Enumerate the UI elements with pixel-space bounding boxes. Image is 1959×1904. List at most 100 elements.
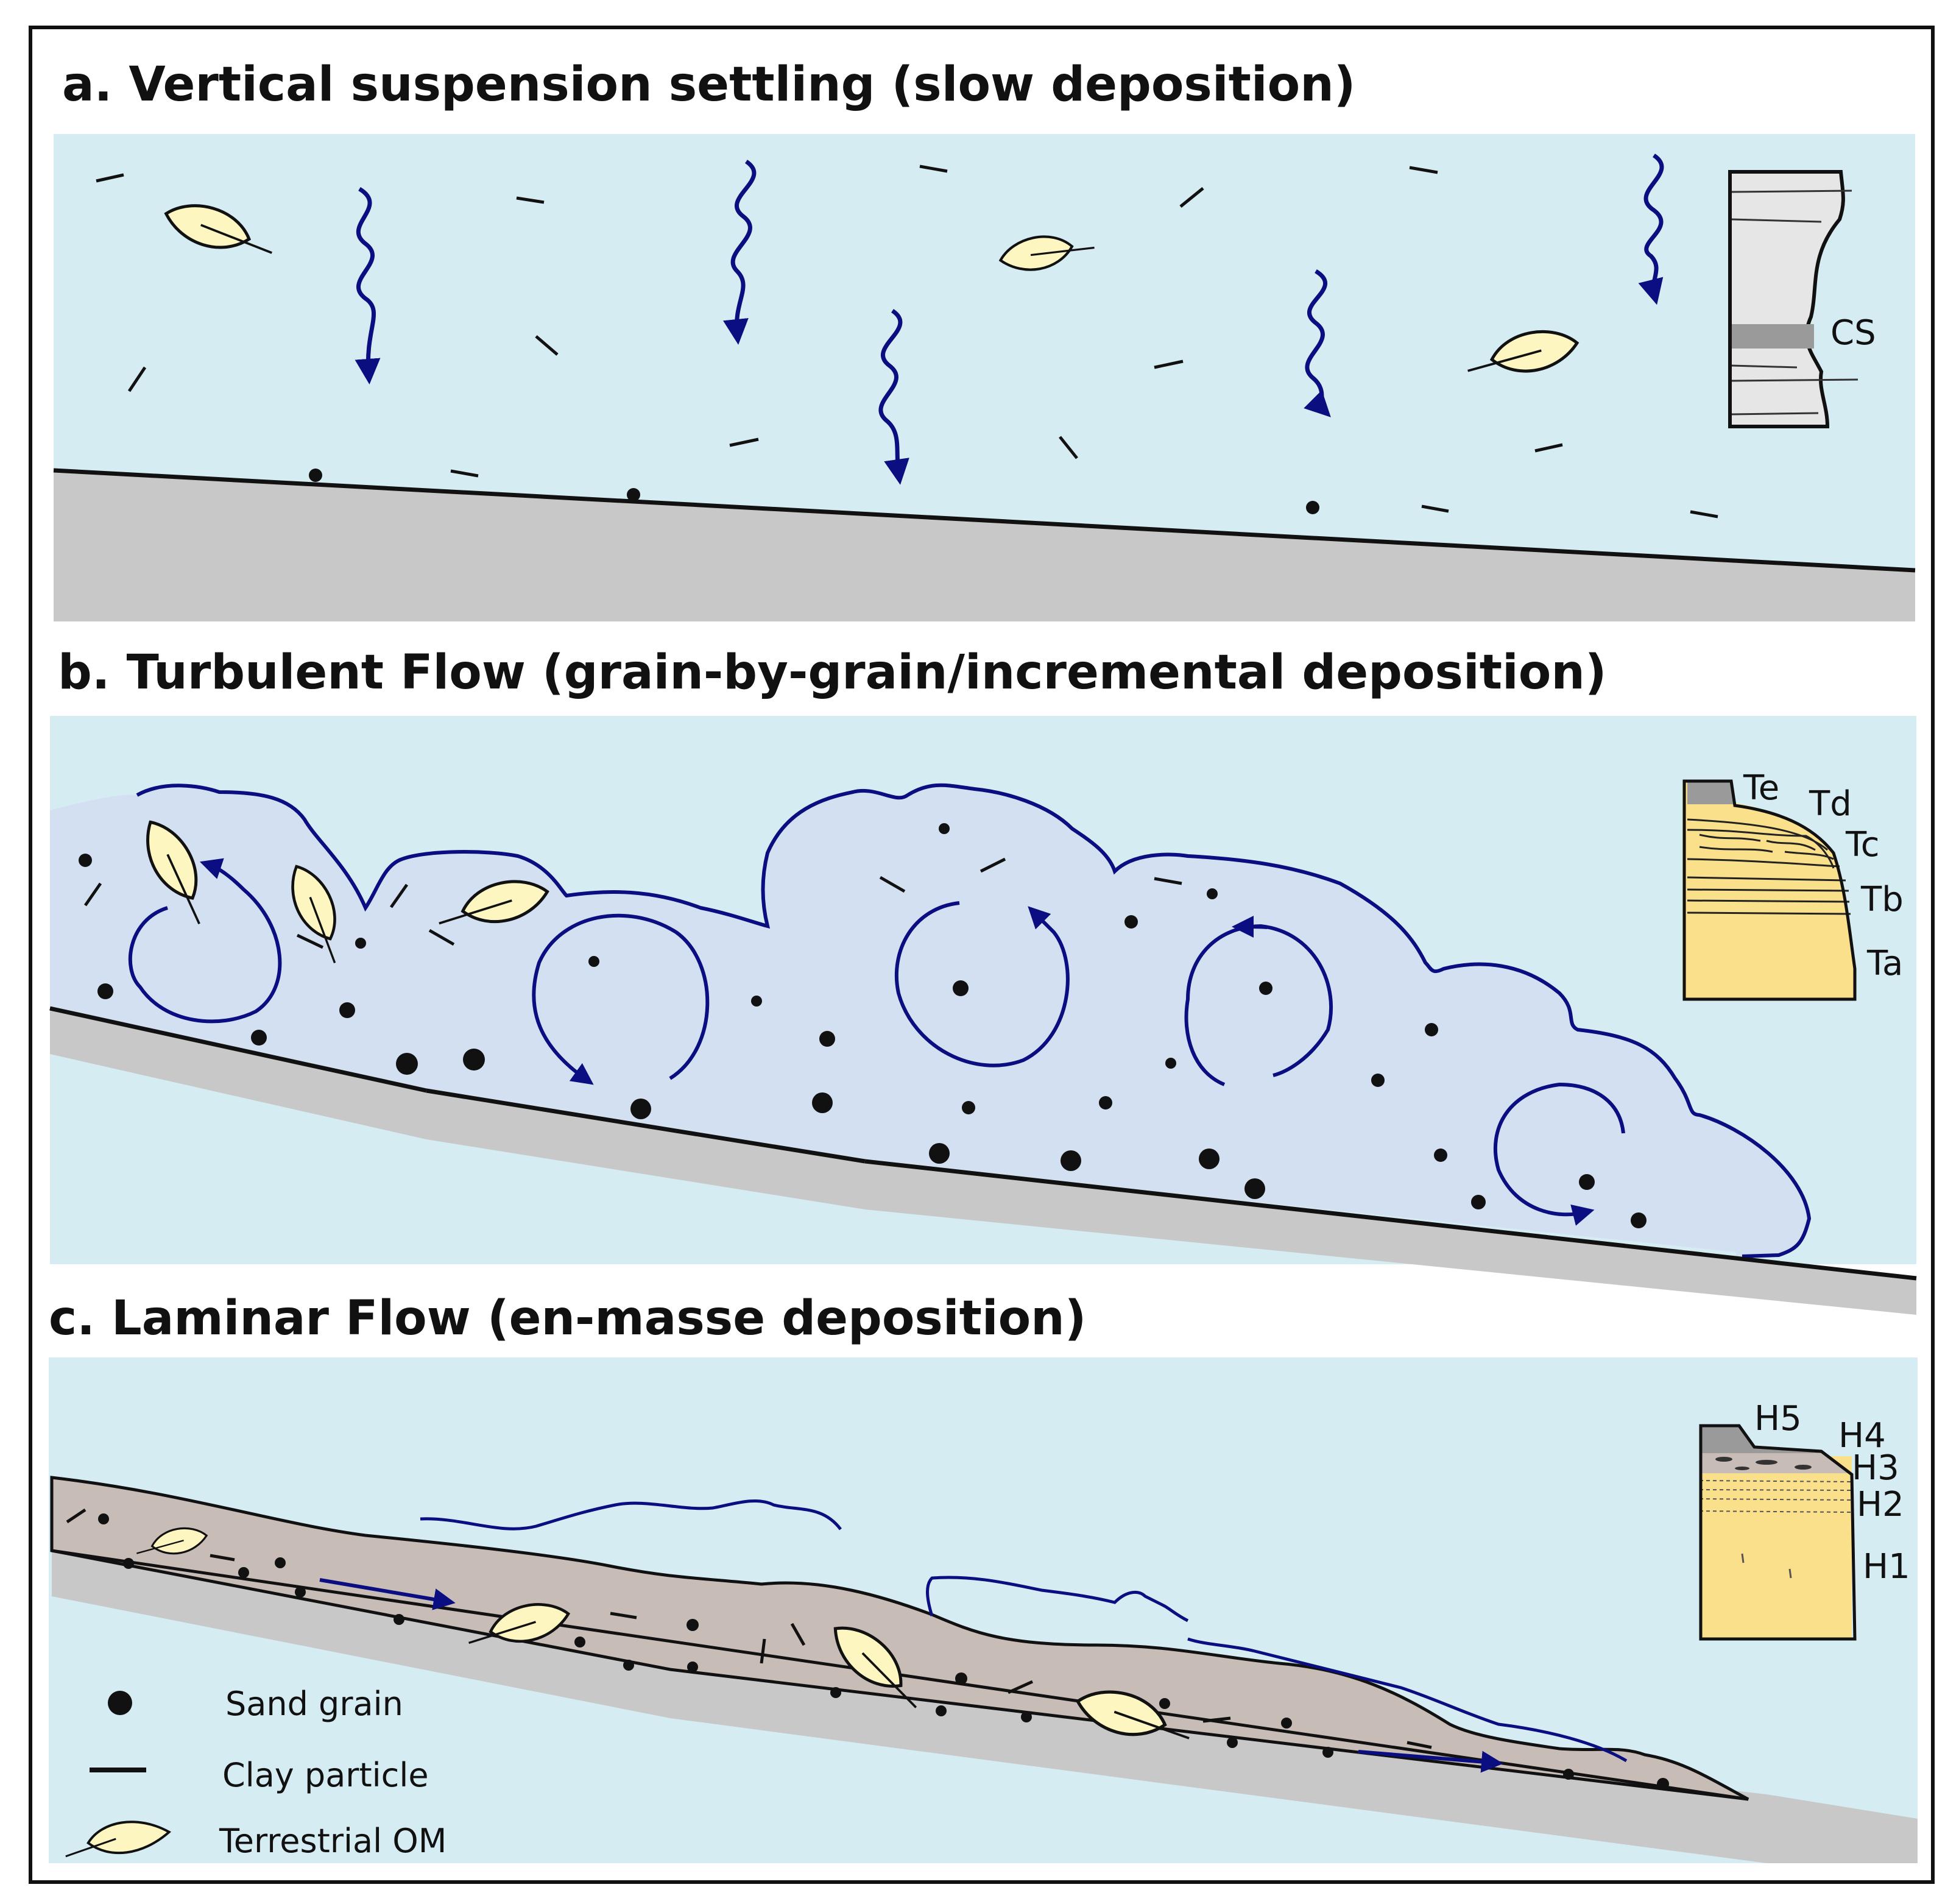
column-label-ta: Ta [1866, 944, 1903, 983]
clay-particle [535, 335, 559, 356]
sand-grain [97, 983, 113, 999]
clay-particle [1202, 1716, 1231, 1723]
clay-particles [66, 1508, 1432, 1749]
clay-particle [296, 933, 324, 949]
sand-grain [238, 1567, 249, 1578]
clay-particle [389, 883, 409, 908]
clay-particle [1059, 436, 1078, 459]
sand-grain [1165, 1058, 1176, 1069]
sand-grain [1199, 1148, 1220, 1169]
sand-grain [955, 1672, 967, 1685]
sand-grains [309, 469, 1319, 514]
sand-grain [939, 823, 950, 834]
column-label-te: Te [1743, 768, 1779, 808]
sand-grain [1471, 1195, 1486, 1209]
sand-grain [627, 488, 640, 501]
sand-grain [1371, 1074, 1385, 1087]
clay-particle [879, 876, 906, 893]
sand-grain [394, 1614, 404, 1625]
clay-particle [1421, 504, 1449, 513]
clay-particle [1007, 1680, 1034, 1694]
panel-b-seabed-line [49, 1006, 427, 1093]
sand-grain [687, 1662, 698, 1672]
legend: Sand grain Clay particle Terrestrial OM [65, 1685, 447, 1860]
sand-grain [1281, 1718, 1292, 1729]
laminar-flow-arrows [319, 1578, 1503, 1773]
sand-grain [251, 1030, 267, 1046]
column-label-tb: Tb [1860, 880, 1904, 919]
panel-a-seabed-line [53, 468, 1916, 573]
eddy-arrow [1493, 1082, 1625, 1226]
clay-particle [1154, 877, 1182, 885]
legend-label-terrestrial-om: Terrestrial OM [219, 1822, 447, 1860]
clay-particle [1179, 187, 1204, 208]
clay-particle [790, 1623, 806, 1646]
settling-arrow [723, 160, 757, 345]
sand-grain [687, 1619, 699, 1631]
clay-particle [83, 882, 102, 907]
clay-particle [760, 1638, 766, 1664]
clay-particle [1407, 1741, 1432, 1749]
sand-grain [812, 1092, 833, 1113]
sand-grain [463, 1049, 485, 1071]
clay-particle [516, 196, 545, 204]
settling-arrow [355, 187, 381, 384]
column-hybrid-bed: H5 H4 H3 H2 H1 [1699, 1399, 1910, 1641]
sand-grain [623, 1660, 634, 1671]
settling-arrow [878, 309, 909, 485]
clay-particles [96, 165, 1718, 518]
sand-grain [1124, 915, 1138, 929]
column-label-h5: H5 [1754, 1399, 1802, 1439]
settling-arrow [1304, 269, 1331, 417]
panel-b-seabed [50, 1008, 1916, 1315]
sand-grain [1563, 1769, 1574, 1780]
sand-grain [574, 1637, 585, 1647]
clay-particle [919, 165, 948, 173]
eddy-arrow [894, 901, 1070, 1067]
legend-label-sand-grain: Sand grain [225, 1685, 403, 1723]
settling-arrows [355, 154, 1664, 485]
clay-particles [83, 857, 1182, 949]
clay-particle [980, 857, 1006, 873]
clay-particle [1690, 510, 1718, 518]
panel-c: c. Laminar Flow (en-masse deposition) [49, 1291, 1918, 1863]
sand-grain [1306, 501, 1319, 514]
panel-b-title: b. Turbulent Flow (grain-by-grain/increm… [58, 645, 1607, 700]
sand-grain [1259, 982, 1272, 995]
sand-grain [79, 854, 92, 867]
sand-grain [123, 1558, 134, 1569]
flow-top-lines [420, 1499, 1628, 1763]
sand-grain [830, 1687, 841, 1698]
column-label-h2: H2 [1857, 1485, 1904, 1524]
panel-b: b. Turbulent Flow (grain-by-grain/increm… [49, 645, 1917, 1315]
clay-particle [66, 1508, 86, 1524]
eddy-arrow [532, 913, 710, 1085]
sand-grain [1425, 1023, 1438, 1036]
sand-grain [396, 1053, 418, 1075]
panel-a-title: a. Vertical suspension settling (slow de… [62, 57, 1355, 112]
clay-particle [1409, 166, 1438, 174]
sand-grain [309, 469, 322, 482]
sand-grain [929, 1143, 950, 1164]
clay-particle [210, 1554, 235, 1562]
turbulent-cloud-outline [136, 783, 1812, 1258]
column-cs: CS [1728, 170, 1876, 428]
sand-grain [588, 956, 599, 967]
column-bouma: Te Td Tc Tb Ta [1682, 768, 1904, 1001]
sand-grain [1159, 1698, 1170, 1709]
legend-sand-grain-icon [108, 1691, 132, 1715]
sand-grain [819, 1031, 835, 1047]
sand-grain [936, 1705, 947, 1716]
sand-grain [1207, 888, 1218, 899]
sand-grain [98, 1513, 109, 1524]
sand-grain [1061, 1150, 1081, 1171]
sand-grain [339, 1002, 355, 1018]
panel-c-title: c. Laminar Flow (en-masse deposition) [49, 1291, 1086, 1346]
sand-grains [79, 823, 1647, 1228]
sand-grain [1631, 1212, 1647, 1228]
clay-particle [1154, 359, 1184, 369]
clay-particle [1534, 443, 1563, 453]
clay-particle [450, 469, 479, 478]
turbulent-eddies [128, 858, 1625, 1226]
